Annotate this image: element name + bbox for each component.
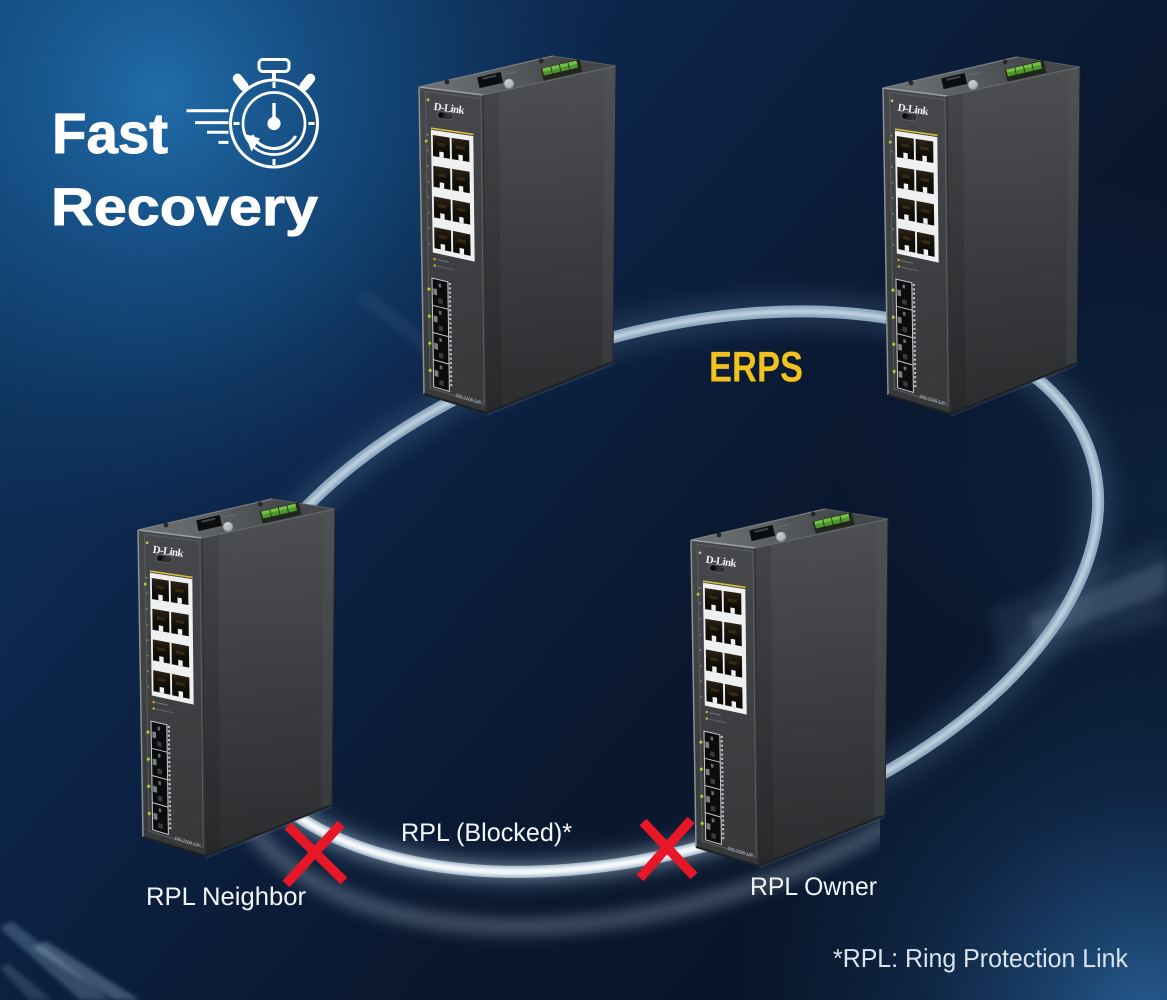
svg-text:RPL Owner: RPL Owner [750, 873, 877, 901]
svg-text:Recovery: Recovery [51, 178, 319, 237]
svg-text:RPL Neighbor: RPL Neighbor [146, 883, 307, 911]
svg-text:*RPL: Ring Protection Link: *RPL: Ring Protection Link [833, 943, 1129, 973]
svg-text:ERPS: ERPS [709, 344, 803, 392]
svg-text:RPL (Blocked)*: RPL (Blocked)* [401, 819, 572, 847]
svg-text:Fast: Fast [52, 102, 168, 166]
